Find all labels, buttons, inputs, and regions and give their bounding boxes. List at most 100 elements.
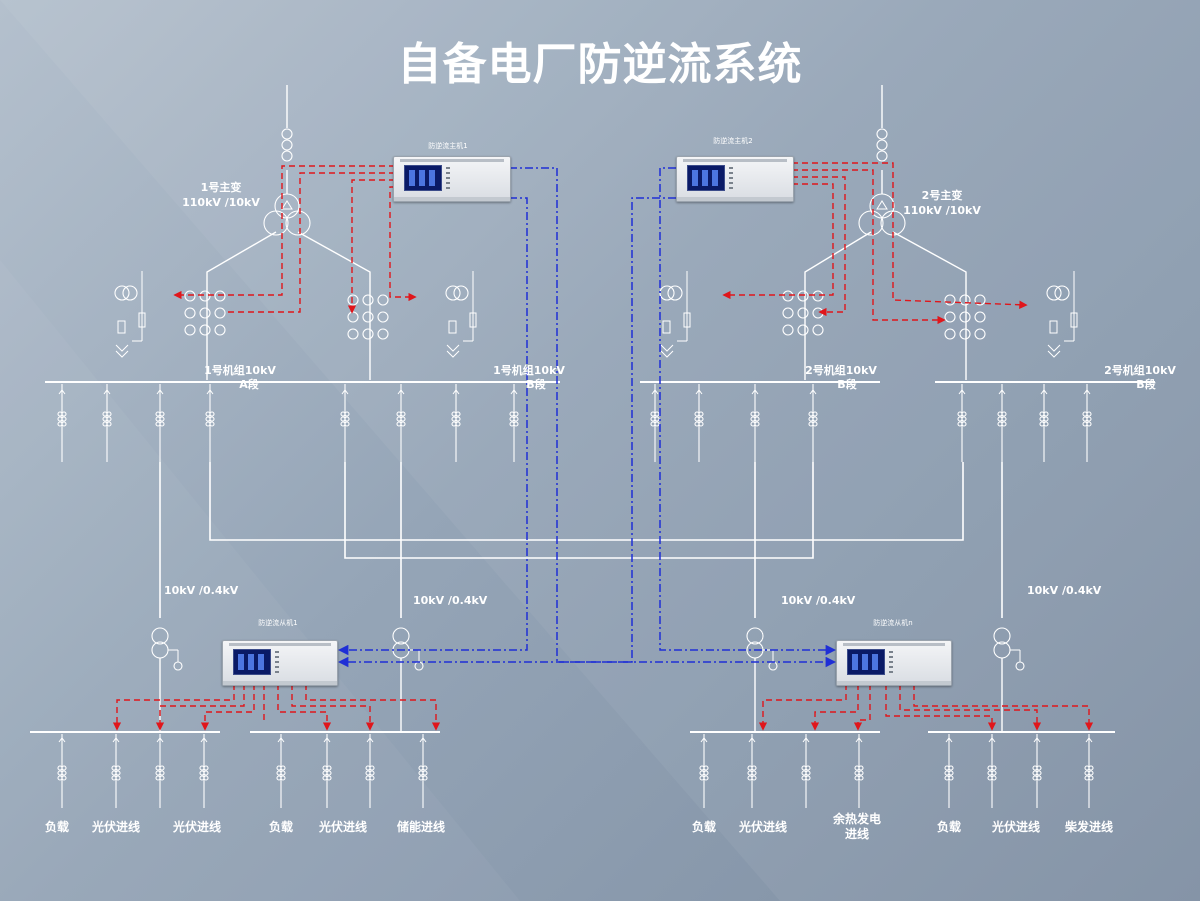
lv-feeder-10-arrow: [748, 737, 756, 743]
slaven-device: [836, 640, 952, 686]
ct-group-2a: [782, 290, 794, 302]
pt-1a: [114, 285, 130, 301]
lv-feeder-3-ct: [159, 765, 165, 771]
hv-feeder-12-ct: [812, 411, 818, 417]
lv-feeder-3-ct: [159, 770, 165, 776]
lv-feeder-4-ct: [199, 775, 205, 781]
hv-feeder-11-ct: [754, 416, 760, 422]
pt-2b-arrester: [1049, 320, 1058, 334]
ct-group-2b: [959, 294, 971, 306]
lv-feeder-11-ct: [801, 770, 807, 776]
lv-feeder-16-ct: [1084, 765, 1090, 771]
lv-feeder-3-ct: [155, 765, 161, 771]
hv-feeder-1-ct: [61, 416, 67, 422]
feeder-label-11: 光伏进线: [991, 820, 1041, 834]
hv-feeder-1-ct: [57, 421, 63, 427]
hv-feeder-13-ct: [961, 421, 967, 427]
hv-feeder-3-ct: [155, 421, 161, 427]
lv-feeder-7-ct: [369, 775, 375, 781]
hv-feeder-4-arrow: [206, 389, 214, 395]
hv-feeder-16-arrow: [1083, 389, 1091, 395]
hv-feeder-12-ct: [808, 416, 814, 422]
ct-group-1a: [184, 324, 196, 336]
cable-b: [344, 462, 814, 559]
pt-1b-ground: [446, 350, 460, 358]
hv-feeder-16-ct: [1086, 411, 1092, 417]
ct-group-2a: [812, 307, 824, 319]
lv-feeder-10-ct: [751, 770, 757, 776]
lv-feeder-1-ct: [57, 765, 63, 771]
pt-1a-ground: [115, 350, 129, 358]
lv-feeder-4-ct: [203, 765, 209, 771]
lv-feeder-10-ct: [751, 765, 757, 771]
lv-feeder-15-ct: [1036, 765, 1042, 771]
pt-2b-ground: [1047, 344, 1061, 352]
lv-feeder-9-arrow: [700, 737, 708, 743]
lv-feeder-3-ct: [155, 775, 161, 781]
hv-feeder-7-ct: [451, 421, 457, 427]
lv-feeder-6-ct: [326, 775, 332, 781]
ctrl-s1-1: [112, 684, 235, 731]
master1-label: 防逆流主机1: [428, 142, 468, 150]
pt-1b: [445, 285, 461, 301]
lv-feeder-5-ct: [280, 775, 286, 781]
hv-feeder-13-ct: [957, 416, 963, 422]
lv-feeder-11-ct: [805, 765, 811, 771]
lv-feeder-1-ct: [61, 770, 67, 776]
ctrl-sn-5: [899, 684, 1042, 731]
bus1a-section: A段: [239, 378, 259, 391]
hv-feeder-3-ct: [159, 421, 165, 427]
lv-feeder-8-ct: [422, 775, 428, 781]
page-title: 自备电厂防逆流系统: [397, 39, 803, 90]
hv-feeder-5-ct: [340, 421, 346, 427]
ctrl-m1-1: [173, 165, 395, 300]
dist-tx-3: [746, 627, 764, 645]
lv-feeder-8-arrow: [419, 737, 427, 743]
lv-feeder-13-ct: [948, 765, 954, 771]
lv-feeder-7-ct: [365, 770, 371, 776]
lv-feeder-7-ct: [365, 775, 371, 781]
incoming-2-ct: [876, 139, 888, 151]
lv-feeder-5-arrow: [277, 737, 285, 743]
lv-feeder-9-ct: [699, 765, 705, 771]
lv-feeder-11-ct: [805, 770, 811, 776]
lv-feeder-3-ct: [159, 775, 165, 781]
hv-feeder-9-arrow: [651, 389, 659, 395]
hv-feeder-11-ct: [750, 421, 756, 427]
hv-feeder-12-ct: [808, 421, 814, 427]
tx2-branch-b: [892, 231, 967, 380]
hv-feeder-6-ct: [400, 416, 406, 422]
lv-feeder-4-ct: [199, 765, 205, 771]
lv-feeder-3-ct: [155, 770, 161, 776]
ct-group-1b: [347, 294, 359, 306]
ct-group-1a: [184, 307, 196, 319]
pt-1b-arrester: [448, 320, 457, 334]
lv-feeder-4-ct: [199, 770, 205, 776]
hv-feeder-10-ct: [698, 416, 704, 422]
ctrl-m2-2: [792, 169, 946, 325]
lv-feeder-13-ct: [944, 770, 950, 776]
pt-2a-ground: [660, 344, 674, 352]
hv-feeder-8-ct: [513, 416, 519, 422]
lv-feeder-10-ct: [747, 770, 753, 776]
lv-feeder-12-ct: [858, 770, 864, 776]
hv-feeder-15-ct: [1039, 421, 1045, 427]
hv-feeder-3-arrow: [156, 389, 164, 395]
hv-feeder-10-ct: [694, 411, 700, 417]
hv-feeder-9-ct: [650, 411, 656, 417]
feeder-label-9: 余热发电 进线: [832, 812, 882, 841]
lv-feeder-11-ct: [805, 775, 811, 781]
main-transformer-2-delta: [876, 200, 888, 210]
lv-feeder-14-ct: [991, 765, 997, 771]
lv-feeder-4-arrow: [200, 737, 208, 743]
hv-feeder-7-arrow: [452, 389, 460, 395]
pt-2a-fuse: [683, 312, 691, 328]
hv-feeder-7-ct: [451, 411, 457, 417]
hv-feeder-11-arrow: [751, 389, 759, 395]
hv-feeder-12-arrow: [809, 389, 817, 395]
slaven-label: 防逆流从机n: [873, 619, 913, 627]
lv-feeder-4-ct: [203, 775, 209, 781]
lv-feeder-1-ct: [61, 775, 67, 781]
ct-group-1b: [377, 294, 389, 306]
